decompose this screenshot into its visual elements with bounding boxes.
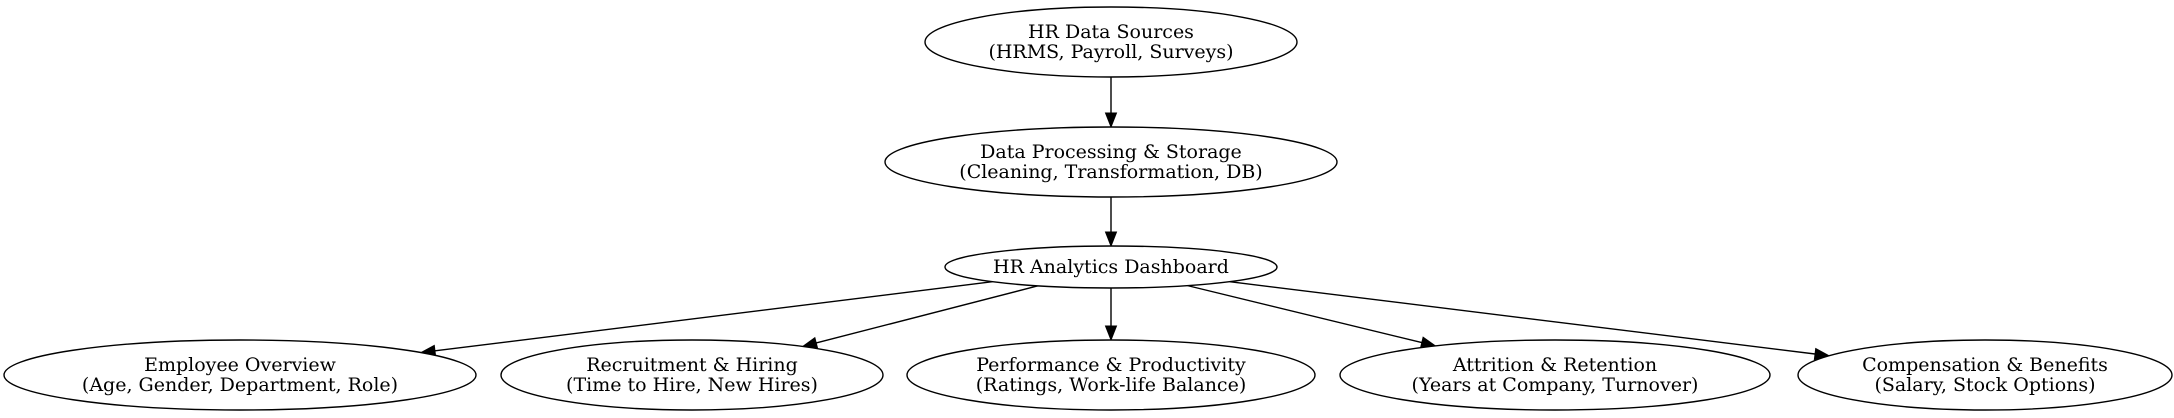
edge-dashboard-to-performance [1104,288,1118,342]
node-recruitment: Recruitment & Hiring(Time to Hire, New H… [500,339,884,411]
node-employee-ellipse [3,339,477,411]
node-employee-subtitle: (Age, Gender, Department, Role) [82,374,398,396]
arrowhead-icon [1104,112,1118,129]
node-dashboard: HR Analytics Dashboard [944,245,1278,289]
arrowhead-icon [1104,231,1118,248]
node-compensation-title: Compensation & Benefits [1862,354,2108,376]
node-employee: Employee Overview(Age, Gender, Departmen… [3,339,477,411]
edge-line [1229,280,1816,355]
edge-line [1187,284,1422,344]
node-recruitment-subtitle: (Time to Hire, New Hires) [566,374,818,396]
node-dashboard-ellipse [944,245,1278,289]
node-compensation-subtitle: (Salary, Stock Options) [1874,374,2095,396]
node-compensation-ellipse [1797,339,2173,411]
node-performance-subtitle: (Ratings, Work-life Balance) [976,374,1246,396]
edges-layer [419,77,1831,361]
node-attrition-title: Attrition & Retention [1452,354,1657,376]
node-recruitment-title: Recruitment & Hiring [586,354,798,376]
node-performance: Performance & Productivity(Ratings, Work… [906,339,1316,411]
node-dashboard-title: HR Analytics Dashboard [993,256,1229,278]
node-sources-ellipse [924,6,1298,78]
edge-dashboard-to-attrition [1187,284,1437,349]
node-processing-subtitle: (Cleaning, Transformation, DB) [959,161,1262,183]
node-compensation: Compensation & Benefits(Salary, Stock Op… [1797,339,2173,411]
node-processing-title: Data Processing & Storage [980,141,1242,163]
nodes-layer: HR Data Sources(HRMS, Payroll, Surveys) D… [3,6,2173,411]
node-attrition: Attrition & Retention(Years at Company, … [1339,339,1771,411]
edge-processing-to-dashboard [1104,197,1118,248]
node-attrition-subtitle: (Years at Company, Turnover) [1412,374,1699,396]
node-performance-ellipse [906,339,1316,411]
node-attrition-ellipse [1339,339,1771,411]
node-performance-title: Performance & Productivity [976,354,1246,376]
node-sources-title: HR Data Sources [1028,21,1194,43]
edge-line [434,281,993,352]
edge-dashboard-to-recruitment [801,285,1039,349]
node-recruitment-ellipse [500,339,884,411]
node-processing: Data Processing & Storage(Cleaning, Tran… [884,126,1338,198]
node-sources-subtitle: (HRMS, Payroll, Surveys) [988,41,1233,63]
node-employee-title: Employee Overview [144,354,337,376]
edge-line [816,285,1039,344]
arrowhead-icon [1104,325,1118,342]
node-processing-ellipse [884,126,1338,198]
node-sources: HR Data Sources(HRMS, Payroll, Surveys) [924,6,1298,78]
edge-sources-to-processing [1104,77,1118,129]
